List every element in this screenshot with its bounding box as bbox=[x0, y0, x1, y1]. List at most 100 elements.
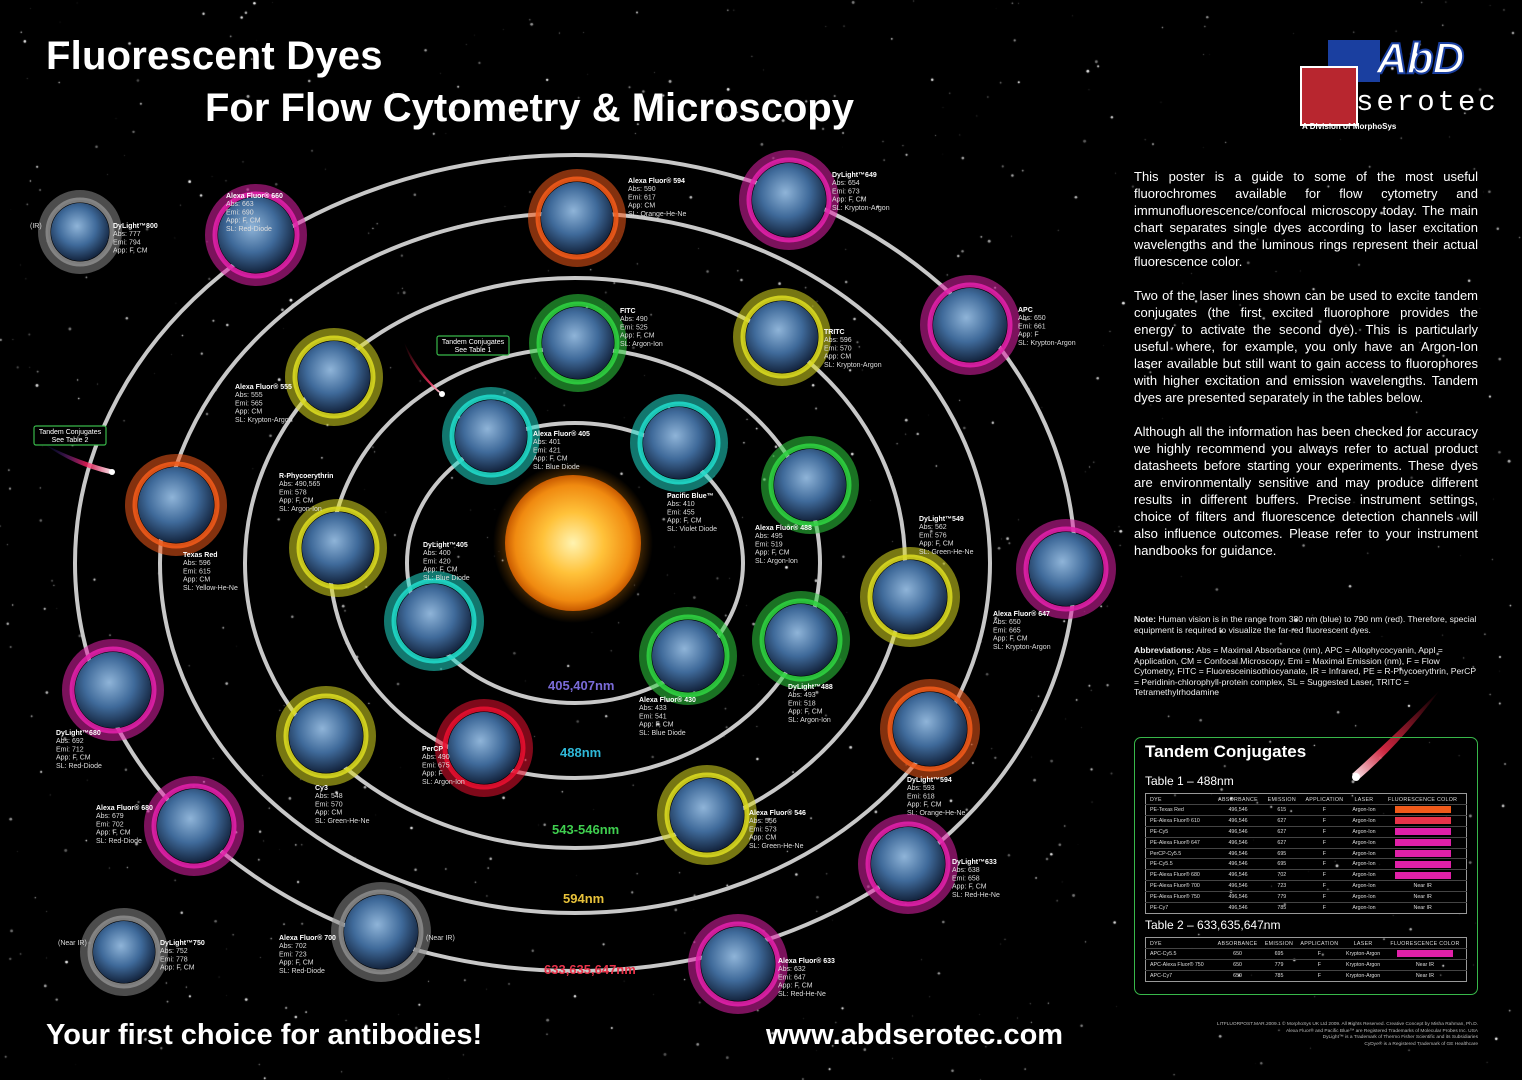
dye-glow-inner bbox=[296, 506, 380, 590]
dye-property: SL: Blue Diode bbox=[533, 464, 580, 471]
footer-website[interactable]: www.abdserotec.com bbox=[766, 1019, 1064, 1051]
dye-name: Alexa Fluor® 680 bbox=[96, 804, 153, 812]
dye-glow-ring bbox=[880, 679, 980, 779]
table-cell: 496,546 bbox=[1212, 825, 1264, 838]
dye-planet bbox=[289, 699, 363, 773]
dye-planet bbox=[746, 301, 818, 373]
dye-glow-inner bbox=[746, 157, 832, 243]
dye-property: App: F, CM bbox=[226, 218, 261, 225]
table-cell: 496,546 bbox=[1212, 814, 1264, 827]
poster-subtitle: For Flow Cytometry & Microscopy bbox=[205, 86, 854, 130]
dye-planet bbox=[541, 182, 613, 254]
table-cell: 695 bbox=[1261, 948, 1297, 960]
comet-tandem-head bbox=[1352, 773, 1360, 781]
dye-planet bbox=[652, 620, 724, 692]
fluorescence-color-cell bbox=[1379, 825, 1467, 838]
dye-glow-inner bbox=[865, 821, 951, 907]
logo-abd-text: AbD bbox=[1375, 33, 1465, 84]
dye-glow-ring bbox=[761, 436, 859, 534]
dye-property: SL: Orange-He-Ne bbox=[628, 211, 686, 218]
dye-property: Emi: 618 bbox=[907, 793, 935, 800]
table-cell: PE-Alexa Fluor® 680 bbox=[1145, 869, 1213, 881]
tandem-callouts: Tandem Conjugates See Table 1 Tandem Con… bbox=[33, 335, 510, 446]
table-header-cell: FLUORESCENCE COLOR bbox=[1390, 941, 1460, 947]
abbreviations-label: Abbreviations: bbox=[1134, 645, 1195, 655]
dye-property: App: F, CM bbox=[993, 636, 1028, 643]
table-header-cell: EMISSION bbox=[1264, 941, 1294, 947]
note-paragraph: Note: Human vision is in the range from … bbox=[1134, 614, 1478, 635]
dye-name: Alexa Fluor® 647 bbox=[993, 610, 1050, 618]
dye-property: Emi: 690 bbox=[226, 209, 254, 216]
dye-name: APC bbox=[1018, 307, 1033, 314]
dye-glow-ring bbox=[529, 294, 627, 392]
dye-glow-ring bbox=[733, 288, 831, 386]
dye-glow-ring bbox=[657, 765, 757, 865]
dye-name: Alexa Fluor® 488 bbox=[755, 524, 812, 532]
dye-property: App: F, CM bbox=[96, 830, 131, 837]
dye-property: Emi: 712 bbox=[56, 746, 84, 753]
dye-property: Abs: 777 bbox=[113, 231, 141, 238]
table-cell: F bbox=[1300, 836, 1349, 849]
table-header-cell: ABSORBANCE bbox=[1217, 941, 1258, 947]
dye-glow-inner bbox=[391, 578, 477, 664]
dye-property: Abs: 493 bbox=[788, 692, 816, 699]
dye-property: SL: Krypton-Argon bbox=[1018, 340, 1076, 347]
sun-core bbox=[505, 475, 641, 611]
dye-property: Emi: 658 bbox=[952, 875, 980, 882]
dye-name: Alexa Fluor® 546 bbox=[749, 809, 806, 817]
dye-property: Emi: 565 bbox=[235, 400, 263, 407]
ring-label-488: 488nm bbox=[560, 745, 601, 760]
table-cell: PE-Alexa Fluor® 700 bbox=[1145, 880, 1213, 892]
table-cell: F bbox=[1300, 869, 1349, 881]
dye-property: Abs: 596 bbox=[824, 337, 852, 344]
fluorescence-color-cell bbox=[1379, 858, 1467, 870]
dye-property: Emi: 615 bbox=[183, 568, 211, 575]
description-paragraph-2: Two of the laser lines shown can be used… bbox=[1134, 288, 1478, 405]
dye-property: SL: Red-He-Ne bbox=[952, 892, 1000, 899]
dye-property: App: F, CM bbox=[160, 965, 195, 972]
dye-property: Abs: 556 bbox=[749, 818, 777, 825]
dye-property: App: F, CM bbox=[533, 456, 568, 463]
fluorescence-color-cell: Near IR bbox=[1383, 958, 1467, 971]
dye-planet bbox=[643, 407, 715, 479]
legal-line-3: DyLight™ is a Trademark of Thermo Fisher… bbox=[1322, 1035, 1478, 1040]
dye-name: Alexa Fluor® 660 bbox=[226, 192, 283, 200]
table-cell: Argon-Ion bbox=[1348, 869, 1380, 881]
dye-glow-ring bbox=[384, 571, 484, 671]
table-header-cell: DYE bbox=[1150, 941, 1162, 947]
dye-property: App: F, CM bbox=[832, 197, 867, 204]
dye-property: SL: Violet Diode bbox=[667, 526, 717, 533]
dye-property: SL: Orange-He-Ne bbox=[907, 810, 965, 817]
dye-glow-inner bbox=[442, 706, 526, 790]
dye-glow-inner bbox=[212, 191, 300, 279]
dye-property: SL: Argon-Ion bbox=[279, 506, 322, 513]
dye-property: Emi: 665 bbox=[993, 627, 1021, 634]
dye-glow-inner bbox=[740, 295, 824, 379]
table-cell: PE-Cy5.5 bbox=[1145, 858, 1213, 870]
dye-glow-ring bbox=[331, 882, 431, 982]
table-cell: Argon-Ion bbox=[1348, 804, 1380, 816]
dye-property: App: F, CM bbox=[279, 960, 314, 967]
dye-property: Emi: 778 bbox=[160, 956, 188, 963]
dye-name: DyLight™750 bbox=[160, 940, 205, 947]
dye-planet bbox=[542, 307, 614, 379]
dye-property: App: CM bbox=[315, 810, 342, 817]
table-cell: Argon-Ion bbox=[1348, 836, 1380, 849]
